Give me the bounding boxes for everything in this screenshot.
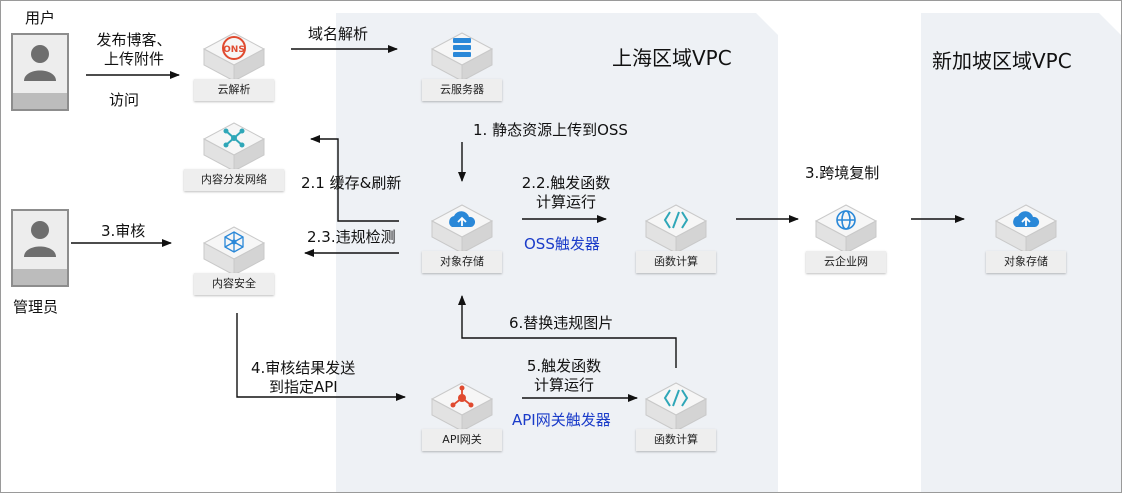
node-dns: ONS 云解析 xyxy=(194,29,274,101)
cloud-upload-icon xyxy=(430,204,494,254)
api-hub-icon xyxy=(430,382,494,432)
node-label: 云解析 xyxy=(194,79,274,101)
shield-network-icon xyxy=(202,226,266,276)
node-label: 云服务器 xyxy=(422,79,502,101)
node-label: 对象存储 xyxy=(422,251,502,273)
label-oss-trigger: OSS触发器 xyxy=(524,235,600,253)
user-icon xyxy=(24,221,56,257)
label-step4-line2: 到指定API xyxy=(269,378,338,396)
admin-label: 管理员 xyxy=(13,298,59,316)
shanghai-vpc-region xyxy=(336,13,778,492)
label-step3-cross: 3.跨境复制 xyxy=(805,164,880,182)
label-step2-3: 2.3.违规检测 xyxy=(307,228,396,246)
svg-text:ONS: ONS xyxy=(223,45,245,55)
user-label: 用户 xyxy=(25,9,56,27)
label-api-trigger: API网关触发器 xyxy=(512,411,611,429)
label-post-line2: 上传附件 xyxy=(103,50,164,68)
admin-avatar xyxy=(11,209,69,287)
region-title-shanghai: 上海区域VPC xyxy=(612,46,732,70)
function-compute-icon xyxy=(644,204,708,254)
label-step3-review: 3.审核 xyxy=(101,222,146,240)
label-step2-2-line2: 计算运行 xyxy=(535,193,596,211)
cloud-upload-icon xyxy=(994,204,1058,254)
node-oss-singapore: 对象存储 xyxy=(986,201,1066,273)
label-step5-line2: 计算运行 xyxy=(533,376,594,394)
server-icon xyxy=(430,32,494,82)
node-fc-api: 函数计算 xyxy=(636,379,716,451)
node-label: 内容分发网络 xyxy=(184,169,284,191)
label-step4-line1: 4.审核结果发送 xyxy=(251,359,356,377)
function-compute-icon xyxy=(644,382,708,432)
arrow-cache-refresh xyxy=(310,135,399,222)
label-step6: 6.替换违规图片 xyxy=(509,314,614,332)
node-fc-oss: 函数计算 xyxy=(636,201,716,273)
user-icon xyxy=(24,45,56,81)
node-label: 云企业网 xyxy=(806,251,886,273)
user-avatar xyxy=(11,33,69,111)
node-content-security: 内容安全 xyxy=(194,223,274,295)
label-step5-line1: 5.触发函数 xyxy=(526,357,602,375)
node-oss-shanghai: 对象存储 xyxy=(422,201,502,273)
node-cdn: 内容分发网络 xyxy=(184,119,284,191)
network-nodes-icon xyxy=(202,122,266,172)
arrow-replace-image xyxy=(458,295,677,368)
node-label: API网关 xyxy=(422,429,502,451)
globe-icon xyxy=(814,204,878,254)
label-step2-1: 2.1 缓存&刷新 xyxy=(301,174,402,192)
node-cen: 云企业网 xyxy=(806,201,886,273)
node-api-gateway: API网关 xyxy=(422,379,502,451)
region-title-singapore: 新加坡区域VPC xyxy=(932,49,1072,73)
label-step2-2-line1: 2.2.触发函数 xyxy=(521,174,611,192)
node-label: 对象存储 xyxy=(986,251,1066,273)
label-post-line1: 发布博客、 xyxy=(96,31,172,49)
ons-logo-icon: ONS xyxy=(202,32,266,82)
node-ecs: 云服务器 xyxy=(422,29,502,101)
node-label: 函数计算 xyxy=(636,251,716,273)
label-step1: 1. 静态资源上传到OSS xyxy=(473,121,628,139)
label-domain-resolve: 域名解析 xyxy=(308,25,369,43)
node-label: 内容安全 xyxy=(194,273,274,295)
label-visit: 访问 xyxy=(109,91,140,109)
arrow-review-result xyxy=(236,313,406,401)
node-label: 函数计算 xyxy=(636,429,716,451)
